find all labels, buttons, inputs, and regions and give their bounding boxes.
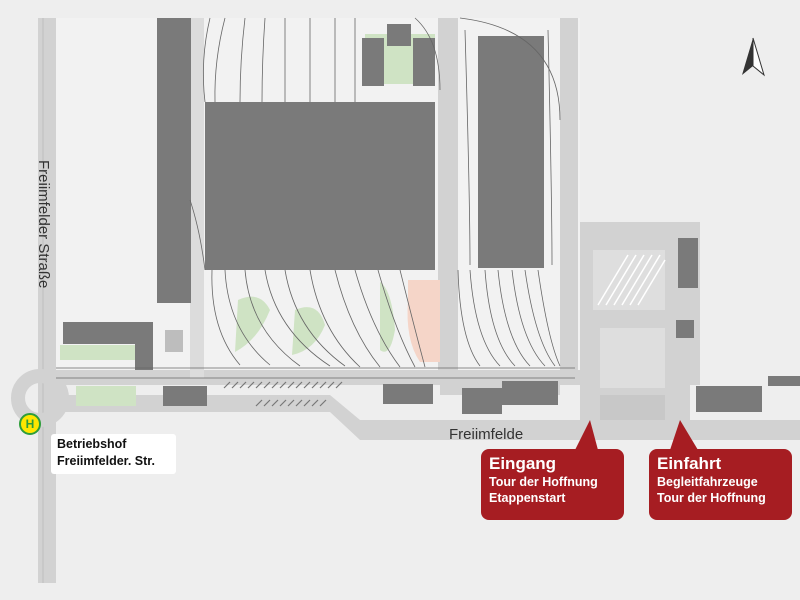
road-east-internal — [560, 18, 578, 383]
building — [696, 386, 762, 412]
gate-area — [600, 395, 665, 420]
building-west-long — [157, 18, 191, 303]
callout-drive-in-line1: Begleitfahrzeuge — [657, 475, 758, 489]
bus-stop-label: Betriebshof Freiimfelder. Str. — [51, 434, 176, 474]
parking-markings — [223, 381, 343, 407]
parking-area — [600, 328, 665, 388]
green-area — [292, 307, 325, 355]
building — [676, 320, 694, 338]
building — [135, 330, 153, 370]
road-freiimfelde — [56, 395, 800, 440]
building — [387, 24, 411, 46]
green-area — [60, 345, 135, 360]
callout-drive-in: Einfahrt Begleitfahrzeuge Tour der Hoffn… — [649, 449, 792, 520]
bus-stop-name-line1: Betriebshof — [57, 437, 127, 451]
building — [163, 386, 207, 406]
building — [362, 38, 384, 86]
depot-hall — [478, 36, 544, 268]
callout-entrance: Eingang Tour der Hoffnung Etappenstart — [481, 449, 624, 520]
building — [462, 388, 502, 414]
bus-stop-name-line2: Freiimfelder. Str. — [57, 454, 155, 468]
north-arrow-half — [752, 37, 765, 77]
road-west-internal — [190, 18, 204, 378]
parking-stripes — [597, 254, 666, 306]
street-label-freiimfelde: Freiimfelde — [449, 426, 524, 443]
green-area — [380, 282, 395, 352]
callout-entrance-title: Eingang — [489, 454, 557, 473]
main-hall — [205, 102, 435, 270]
building — [383, 384, 433, 404]
building — [502, 381, 558, 405]
road-central — [438, 18, 458, 378]
highlighted-area — [407, 280, 440, 362]
building-light — [165, 330, 183, 352]
entrance-pointer — [575, 420, 598, 450]
tram-tracks — [56, 17, 575, 379]
bus-stop-icon: H — [19, 413, 41, 435]
building — [63, 322, 153, 344]
callout-drive-in-line2: Tour der Hoffnung — [657, 491, 766, 505]
building — [413, 38, 435, 86]
callout-drive-in-title: Einfahrt — [657, 454, 722, 473]
drive-in-pointer — [670, 420, 698, 450]
building — [768, 376, 800, 386]
road-freiimfelder-strasse — [38, 18, 56, 583]
building — [678, 238, 698, 288]
street-label-freiimfelder-strasse: Freiimfelder Straße — [35, 160, 52, 289]
green-area — [235, 296, 270, 352]
green-area — [76, 386, 136, 406]
callout-entrance-line1: Tour der Hoffnung — [489, 475, 598, 489]
callout-entrance-line2: Etappenstart — [489, 491, 566, 505]
